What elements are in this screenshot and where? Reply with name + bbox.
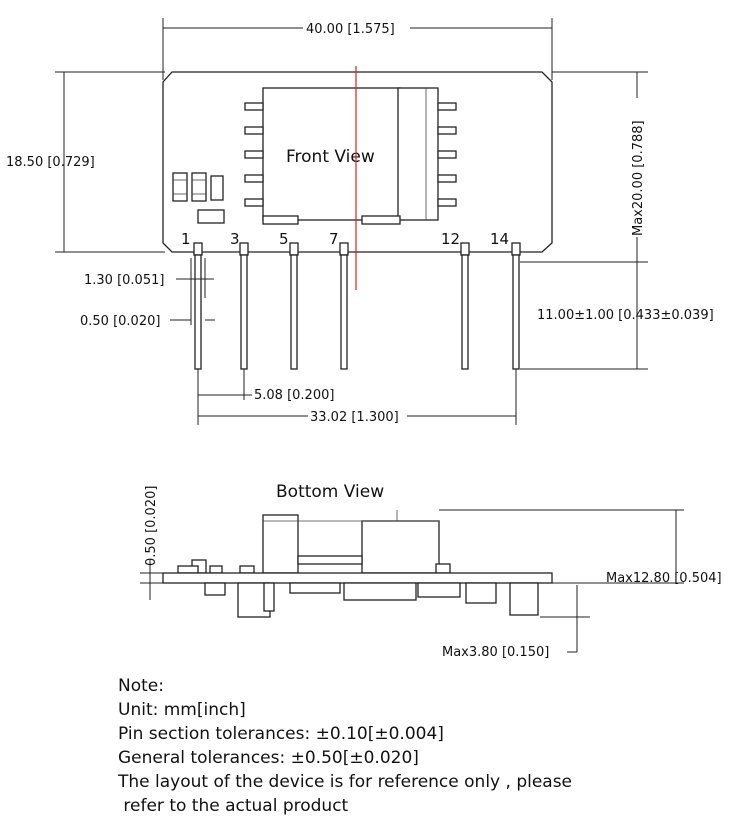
width-dimension: 40.00 [1.575] <box>162 18 553 80</box>
pin-label-1: 1 <box>181 230 191 248</box>
max-height-label: Max20.00 [0.788] <box>631 120 646 236</box>
note-line-layout-1: The layout of the device is for referenc… <box>117 772 572 792</box>
notes: Note: Unit: mm[inch] Pin section toleran… <box>117 676 572 816</box>
pin-label-14: 14 <box>490 230 509 248</box>
pin-14 <box>511 242 521 370</box>
transformer-base-left <box>262 215 299 225</box>
pin-5 <box>289 242 299 370</box>
front-view-title: Front View <box>286 147 375 167</box>
pin-spacing-dimensions: 5.08 [0.200] 33.02 [1.300] <box>197 369 517 425</box>
transformer-leads-right <box>437 102 457 207</box>
note-line-layout-2: refer to the actual product <box>118 796 349 816</box>
pins <box>193 242 521 370</box>
note-heading: Note: <box>118 676 164 696</box>
note-line-general-tolerance: General tolerances: ±0.50[±0.020] <box>118 748 419 768</box>
bottom-board <box>162 572 553 584</box>
pin-label-12: 12 <box>441 230 460 248</box>
pin-1 <box>193 242 203 370</box>
bottom-max-below-dimension: Max3.80 [0.150] <box>442 585 590 660</box>
front-view: Front View <box>6 18 714 425</box>
bottom-view: Bottom View 0.50 <box>140 482 722 660</box>
bottom-transformer-right <box>361 520 440 574</box>
pin-detail-dimensions: 1.30 [0.051] 0.50 [0.020] <box>80 258 215 329</box>
pin-12 <box>460 242 470 370</box>
bottom-transformer-bridge <box>297 555 363 565</box>
pin-dia-label: 0.50 [0.020] <box>80 314 160 329</box>
pin-length-dimension: 11.00±1.00 [0.433±0.039] <box>520 262 714 370</box>
transformer-body <box>262 87 401 221</box>
note-line-pin-tolerance: Pin section tolerances: ±0.10[±0.004] <box>118 724 444 744</box>
bottom-side-components <box>204 582 539 618</box>
height-label: 18.50 [0.729] <box>6 155 95 170</box>
pin-span-label: 33.02 [1.300] <box>310 410 399 425</box>
bottom-transformer-left <box>262 514 299 574</box>
board-thickness-dimension: 0.50 [0.020] <box>140 486 170 600</box>
board-thickness-label: 0.50 [0.020] <box>144 486 159 566</box>
pin-3 <box>239 242 249 370</box>
max-height-dimension: Max20.00 [0.788] <box>520 71 648 263</box>
transformer-core <box>397 87 439 221</box>
pin-label-3: 3 <box>230 230 240 248</box>
bottom-max-below-label: Max3.80 [0.150] <box>442 645 549 660</box>
pin-spacing-label: 5.08 [0.200] <box>254 388 334 403</box>
bottom-max-height-dimension: Max12.80 [0.504] <box>439 509 722 586</box>
bottom-max-height-label: Max12.80 [0.504] <box>606 571 722 586</box>
note-line-unit: Unit: mm[inch] <box>118 700 246 720</box>
pin-label-7: 7 <box>329 230 339 248</box>
height-dimension: 18.50 [0.729] <box>6 71 165 253</box>
pin-7 <box>339 242 349 370</box>
transformer-base-right <box>361 215 401 225</box>
width-label: 40.00 [1.575] <box>306 22 395 37</box>
bottom-view-title: Bottom View <box>276 482 384 502</box>
pin-label-5: 5 <box>279 230 289 248</box>
smd-components <box>172 172 225 224</box>
pin-length-label: 11.00±1.00 [0.433±0.039] <box>537 308 714 323</box>
transformer-leads-left <box>244 102 264 207</box>
pin-pitch-label: 1.30 [0.051] <box>84 273 164 288</box>
